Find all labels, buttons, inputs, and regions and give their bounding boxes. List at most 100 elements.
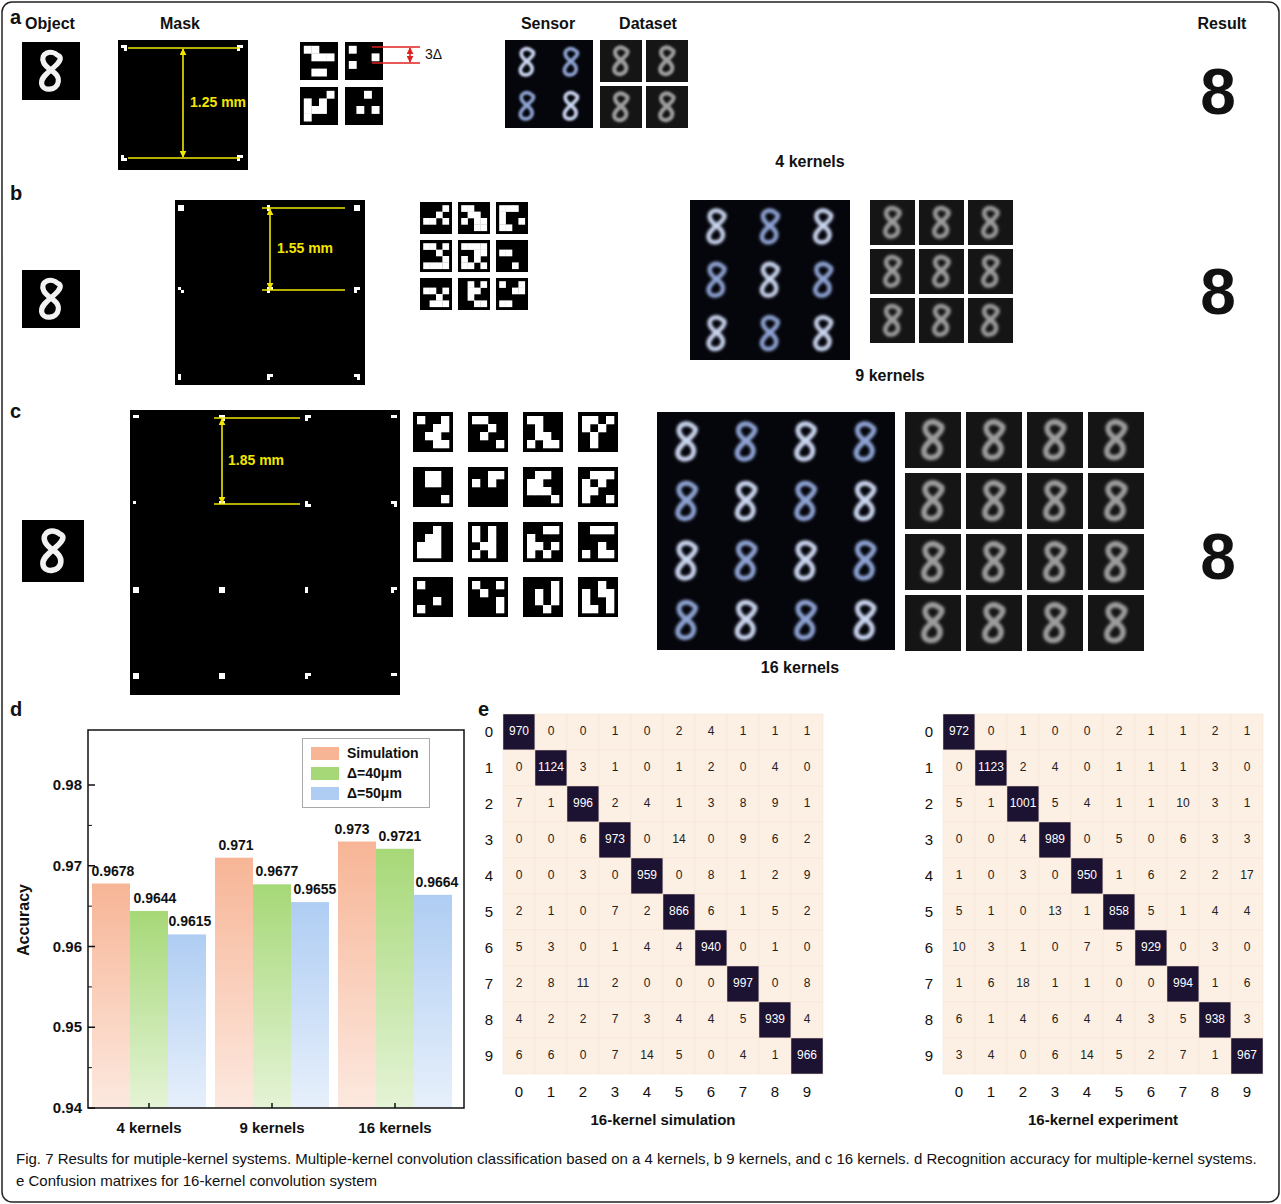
- axis-title: Accuracy: [15, 884, 33, 956]
- matrix-count: 0: [1084, 833, 1091, 846]
- matrix-cell: [695, 930, 727, 966]
- matrix-count: 1: [548, 797, 555, 810]
- kernel-pixel: [590, 487, 598, 495]
- matrix-count: 6: [1148, 869, 1155, 882]
- kernel-pixel: [468, 288, 475, 295]
- matrix-col-label: 8: [771, 1084, 779, 1101]
- matrix-cell: [791, 714, 823, 750]
- kernel-pixel: [441, 440, 449, 448]
- kernel-pixel: [442, 205, 449, 212]
- matrix-count: 7: [612, 1013, 619, 1026]
- matrix-row-label: 0: [485, 724, 493, 741]
- matrix-count: 0: [644, 725, 651, 738]
- chart-frame: [88, 730, 464, 1108]
- digit-eight: [520, 93, 533, 119]
- mask-aperture: [133, 415, 136, 418]
- matrix-cell: [599, 930, 631, 966]
- digit-stroke: [762, 264, 778, 296]
- kernel-pixel: [304, 106, 312, 114]
- dimension-line: [128, 47, 240, 49]
- kernel-pixel: [499, 224, 506, 231]
- matrix-count: 1124: [538, 761, 564, 774]
- dataset-image: [870, 200, 915, 245]
- matrix-row-label: 9: [485, 1048, 493, 1065]
- digit-eight: [797, 543, 815, 578]
- mask-aperture: [219, 673, 222, 676]
- matrix-cell: [1199, 786, 1231, 822]
- dimension-line: [262, 207, 345, 209]
- kernel-pixel: [423, 288, 430, 295]
- matrix-cell: [567, 822, 599, 858]
- matrix-cell: [663, 966, 695, 1002]
- digit-eight: [660, 94, 674, 121]
- kernel-pixel: [461, 205, 468, 212]
- matrix-col-label: 1: [987, 1084, 995, 1101]
- matrix-cell: [1007, 966, 1039, 1002]
- kernel-pixel: [527, 534, 535, 542]
- matrix-cell: [567, 930, 599, 966]
- kernel-pixel: [433, 440, 441, 448]
- kernel-pixel: [430, 300, 437, 307]
- panel-letter: b: [10, 182, 22, 204]
- dimension-label: 1.25 mm: [190, 95, 246, 110]
- matrix-count: 0: [1052, 725, 1059, 738]
- matrix-count: 2: [580, 1013, 587, 1026]
- digit-stroke: [1107, 544, 1125, 580]
- mask-aperture: [394, 673, 397, 676]
- matrix-count: 3: [1212, 941, 1219, 954]
- matrix-col-label: 2: [579, 1084, 587, 1101]
- matrix-cell: [975, 858, 1007, 894]
- panel-letter: a: [10, 6, 21, 28]
- kernel-pixel: [512, 288, 519, 295]
- kernel-pixel: [506, 205, 513, 212]
- object-image: [22, 520, 84, 582]
- matrix-count: 4: [708, 1013, 715, 1026]
- matrix-cell: [631, 1038, 663, 1074]
- matrix-row-label: 7: [925, 976, 933, 993]
- mask-aperture: [181, 205, 184, 208]
- digit-stroke: [1046, 483, 1064, 519]
- kernel-pixel: [436, 300, 443, 307]
- mask-aperture: [391, 415, 394, 418]
- axis-tick: [88, 1107, 95, 1109]
- matrix-cell: [1007, 1002, 1039, 1038]
- kernel-pixel: [499, 205, 506, 212]
- digit-eight: [660, 48, 674, 75]
- matrix-count: 1: [740, 905, 747, 918]
- result-digit: 8: [1200, 257, 1236, 327]
- matrix-cell: [631, 714, 663, 750]
- matrix-count: 7: [1084, 941, 1091, 954]
- kernel-pixel: [311, 106, 319, 114]
- matrix-cell: [695, 858, 727, 894]
- mask-aperture: [391, 587, 394, 590]
- matrix-cell: [1135, 822, 1167, 858]
- digit-eight: [983, 257, 998, 286]
- kernel-pattern: [523, 412, 563, 452]
- digit-stroke: [678, 424, 696, 459]
- kernel-pixel: [349, 46, 357, 54]
- matrix-cell: [663, 1002, 695, 1038]
- digit-stroke: [924, 422, 942, 458]
- kernel-pixel: [535, 589, 543, 597]
- matrix-row-label: 4: [485, 868, 493, 885]
- matrix-row-label: 8: [485, 1012, 493, 1029]
- matrix-count: 8: [804, 977, 811, 990]
- matrix-row-label: 3: [925, 832, 933, 849]
- digit-stroke: [614, 94, 628, 121]
- matrix-cell: [599, 714, 631, 750]
- category-label: 4 kernels: [116, 1120, 181, 1137]
- matrix-col-label: 7: [739, 1084, 747, 1101]
- kernel-pattern: [420, 240, 452, 272]
- matrix-count: 959: [637, 869, 657, 882]
- dataset-image: [1027, 473, 1083, 529]
- matrix-col-label: 4: [643, 1084, 651, 1101]
- matrix-count: 0: [516, 869, 523, 882]
- matrix-cell: [1007, 786, 1039, 822]
- mask-aperture: [133, 587, 136, 590]
- digit-stroke: [815, 264, 831, 296]
- dataset-image: [646, 40, 688, 82]
- matrix-count: 1: [1052, 977, 1059, 990]
- panel-letter: e: [478, 698, 489, 720]
- matrix-cell: [631, 930, 663, 966]
